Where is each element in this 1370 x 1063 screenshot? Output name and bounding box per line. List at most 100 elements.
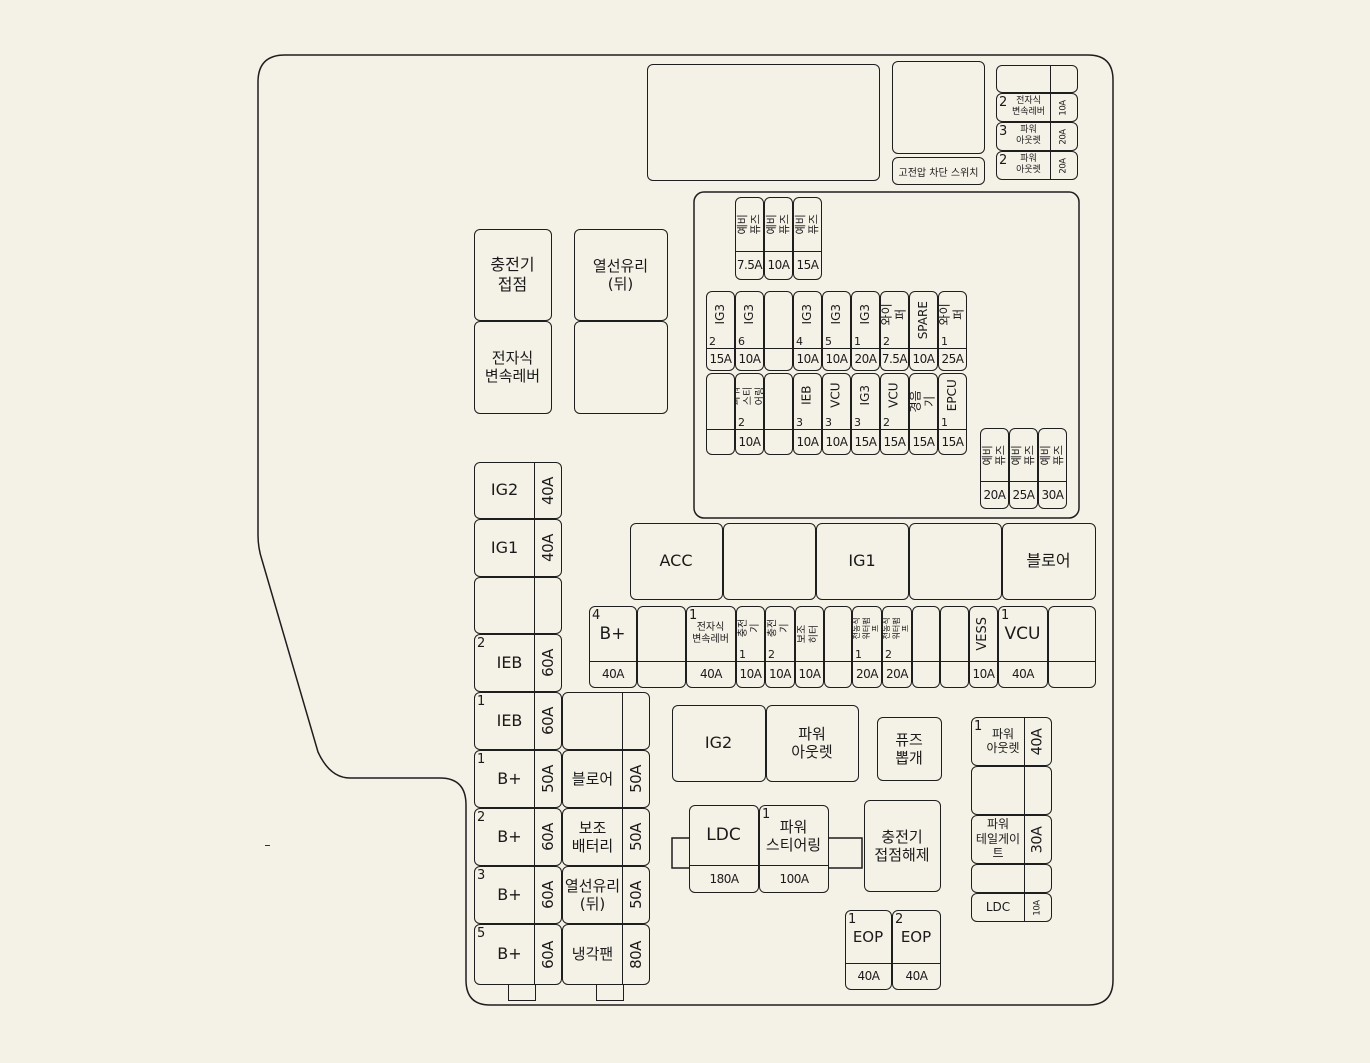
fuse-label: 전자식 변속레버	[1011, 96, 1046, 117]
fuse-label-area	[1049, 607, 1094, 661]
fuse-label: IG1	[490, 537, 519, 557]
fuse-amperage: 10A	[823, 429, 850, 453]
fuse-amperage-text: 60A	[538, 881, 557, 909]
fuse-label-area: 전동식 워터펌프	[853, 607, 880, 649]
fuse-number: 2	[883, 416, 890, 429]
fuse-number: 1	[762, 807, 771, 822]
fuse-label: SPARE	[915, 300, 930, 340]
fuse-amperage: 30A	[1024, 816, 1050, 863]
fuse-amperage: 20A	[1050, 152, 1076, 179]
fuse-amperage: 20A	[853, 661, 881, 686]
fuse-number: 5	[477, 926, 486, 941]
fuse-label-area: 블로어	[563, 751, 622, 806]
fuse-label: 파워 테일게이트	[975, 817, 1021, 861]
fuse-label-area: IG3	[852, 374, 878, 417]
relay: 충전기 접점해제	[864, 800, 941, 892]
fuse-amperage	[913, 661, 939, 686]
fuse-label: IG3	[799, 303, 814, 325]
fuse-label: 예비퓨즈	[1009, 444, 1036, 466]
fuse-number: 6	[738, 335, 745, 348]
fuse-amperage-text: 80A	[626, 940, 645, 969]
fuse-label: 충전기	[738, 618, 761, 638]
fuse-label-area	[997, 66, 1050, 91]
fuse-amperage: 10A	[823, 348, 850, 369]
fuse-label-area: B+	[485, 867, 534, 922]
fuse-slot	[1048, 606, 1096, 688]
fuse-label-area: ACC	[631, 524, 721, 598]
fuse-amperage-text: 60A	[538, 940, 557, 969]
fuse-label: 파워 아웃렛	[1016, 125, 1041, 146]
fuse-label-area: IG1	[475, 520, 534, 575]
fuse-label: 파워 스티어링	[735, 386, 764, 405]
fuse-label-area: LDC	[690, 806, 757, 865]
fuse-label-area: IG3	[823, 292, 849, 336]
fuse-label-area: IG1	[817, 524, 907, 598]
fuse-label-area: 충전기	[737, 607, 763, 649]
fuse-amperage: 10A	[736, 348, 763, 369]
fuse-slot	[971, 864, 1052, 893]
relay: 열선유리 (뒤)	[574, 229, 668, 321]
fuse-label-area	[972, 865, 1024, 891]
fuse-amperage: 50A	[622, 867, 648, 923]
fuse-slot	[940, 606, 969, 688]
fuse-label: 예비퓨즈	[1038, 444, 1065, 466]
hv-switch-body	[892, 61, 985, 154]
fuse-label: 전동식 워터펌프	[882, 616, 911, 640]
fuse-label: 예비퓨즈	[735, 214, 762, 235]
mount-tab	[596, 985, 624, 1001]
fuse-amperage: 20A	[981, 481, 1008, 507]
fuse-amperage: 20A	[883, 661, 911, 686]
fuse-label-area: 예비퓨즈	[1039, 429, 1065, 481]
fuse-number: 4	[592, 608, 601, 623]
fuse-label: 열선유리 (뒤)	[592, 256, 649, 293]
fuse-number: 2	[477, 636, 486, 651]
fuse-label: VCU	[1004, 623, 1041, 644]
fuse-number: 3	[999, 124, 1008, 139]
fuse-amperage	[1049, 661, 1095, 686]
fuse-label-area: 예비퓨즈	[1010, 429, 1036, 481]
fuse-label-area: B+	[485, 925, 534, 983]
fuse-amperage: 180A	[690, 865, 758, 891]
fuse-amperage: 10A	[794, 348, 821, 369]
fuse-slot	[706, 373, 735, 455]
relay	[909, 523, 1002, 600]
fuse-amperage-text: 10A	[1058, 99, 1069, 116]
fuse-label-area: 파워 테일게이트	[972, 816, 1024, 862]
fuse-label-area: IG3	[852, 292, 878, 336]
fuse-label-area: 예비퓨즈	[736, 198, 762, 251]
fuse-label-area: 냉각팬	[563, 925, 622, 983]
fuse-label-area: 파워 아웃렛	[1007, 152, 1050, 178]
fuse-label: 충전기 접점	[490, 255, 535, 294]
fuse-label: VCU	[828, 382, 843, 409]
fuse-slot	[971, 766, 1052, 815]
fuse-label-area	[910, 524, 1000, 598]
fuse-label-area: B+	[485, 809, 534, 864]
fuse-label-area: EOP	[893, 911, 939, 963]
fuse-label-area	[913, 607, 938, 661]
fuse-label-area	[707, 374, 733, 429]
fuse-label: 충전기	[767, 618, 791, 638]
fuse-label-area: 충전기 접점해제	[865, 801, 939, 890]
fuse-amperage-text: 60A	[538, 823, 557, 851]
fuse-number: 5	[825, 335, 832, 348]
fuse-label-area: VCU	[881, 374, 907, 417]
fuse-number: 1	[689, 608, 698, 623]
fuse-amperage: 15A	[910, 429, 937, 453]
fuse-amperage	[1024, 865, 1050, 892]
